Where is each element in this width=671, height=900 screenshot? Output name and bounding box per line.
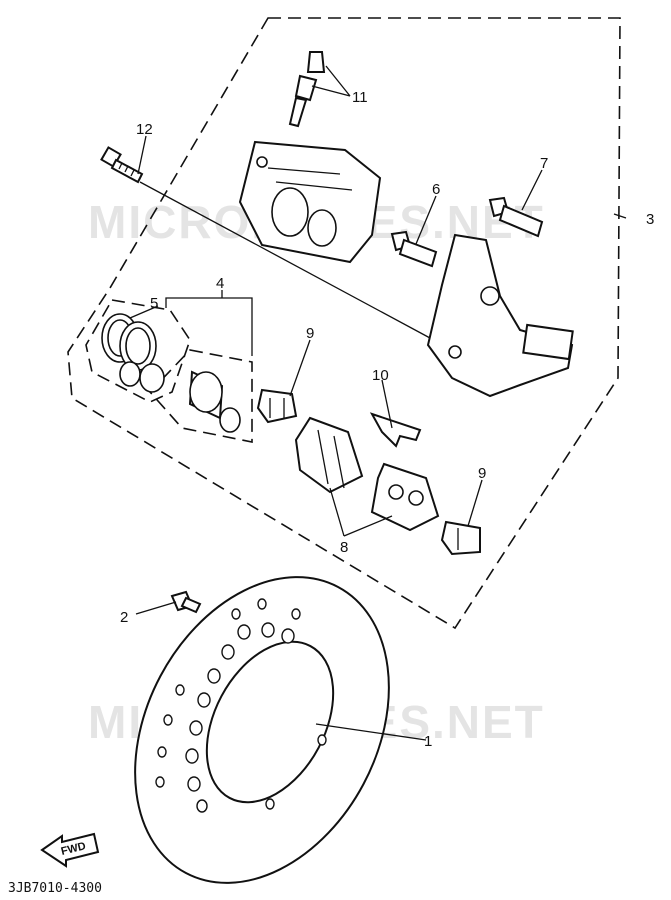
slide-pin <box>390 230 438 268</box>
caliper-bolt <box>100 146 144 184</box>
callout-1: 1 <box>424 733 432 750</box>
brake-pad-inner <box>294 416 364 494</box>
callout-11: 11 <box>352 89 368 106</box>
forward-arrow: FWD <box>40 832 100 868</box>
slide-pin-2 <box>488 196 544 238</box>
pad-support-clip <box>256 388 298 424</box>
callout-5: 5 <box>150 295 158 312</box>
caliper-piston <box>188 370 241 433</box>
callout-2: 2 <box>120 609 128 626</box>
callout-7: 7 <box>540 155 548 172</box>
seal-group-outline <box>85 299 191 403</box>
bleed-screw <box>288 51 326 128</box>
piston-seals <box>101 313 165 393</box>
brake-pad-outer <box>370 462 440 532</box>
pad-spring <box>369 412 422 448</box>
callout-4: 4 <box>216 275 224 292</box>
bolt-axis-line <box>139 181 431 339</box>
callout-10: 10 <box>372 367 389 384</box>
leader-lines <box>129 65 627 741</box>
brake-disc <box>134 576 390 884</box>
callout-8: 8 <box>340 539 348 556</box>
callout-9-lower: 9 <box>478 465 486 482</box>
callout-9-upper: 9 <box>306 325 314 342</box>
caliper-bracket <box>426 233 574 398</box>
caliper-assembly-outline <box>67 17 621 630</box>
pad-support-clip-2 <box>440 520 481 556</box>
disc-bolt <box>170 590 202 614</box>
callout-3: 3 <box>646 211 654 228</box>
diagram-code: 3JB7010-4300 <box>8 881 102 896</box>
callout-6: 6 <box>432 181 440 198</box>
callout-12: 12 <box>136 121 153 138</box>
caliper-body <box>238 140 382 264</box>
forward-arrow-label: FWD <box>60 840 87 858</box>
